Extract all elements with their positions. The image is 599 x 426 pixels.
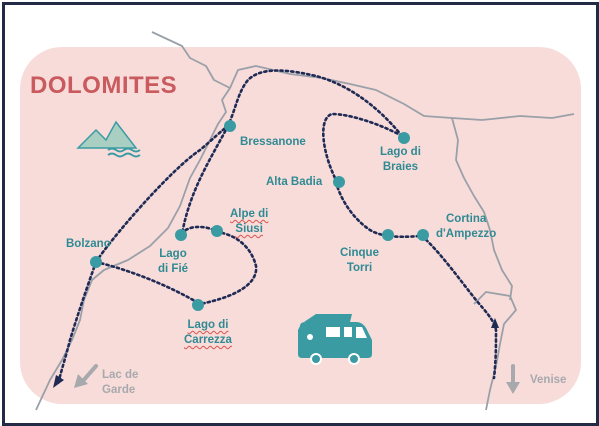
label-lac-de-garde[interactable]: Lac de Garde [102, 369, 139, 396]
border-line [35, 31, 231, 411]
map-title: DOLOMITES [30, 72, 178, 99]
label-alpe-di-siusi[interactable]: Alpe di Siusi [230, 208, 269, 235]
border-line [451, 117, 513, 301]
camper-van-icon [298, 314, 372, 365]
route-segment [94, 260, 202, 306]
label-bolzano[interactable]: Bolzano [66, 238, 111, 250]
stop-marker-lago-di-braies[interactable] [398, 132, 410, 144]
route-segment [180, 124, 230, 236]
arrow-down-left-head [74, 374, 88, 388]
border-line [229, 65, 575, 121]
stop-marker-lago-di-carrezza[interactable] [192, 299, 204, 311]
border-line [473, 291, 517, 411]
label-bressanone[interactable]: Bressanone [240, 136, 306, 148]
route-segment [56, 260, 98, 386]
dolomites-region [20, 47, 581, 404]
route-segment [420, 234, 498, 380]
stop-marker-cinque-torri[interactable] [382, 229, 394, 241]
arrow-down-head [506, 382, 520, 394]
label-venise[interactable]: Venise [530, 374, 567, 386]
route-segment [180, 225, 258, 306]
stop-marker-cortina-d-ampezzo[interactable] [417, 229, 429, 241]
label-cinque-torri[interactable]: Cinque Torri [340, 247, 379, 274]
stop-marker-alta-badia[interactable] [333, 176, 345, 188]
arrowhead-icon [53, 375, 64, 388]
stop-marker-bressanone[interactable] [224, 120, 236, 132]
route-segment [321, 112, 404, 182]
label-lago-di-fie[interactable]: Lago di Fié [158, 248, 189, 275]
label-alta-badia[interactable]: Alta Badia [266, 176, 323, 188]
arrowhead-icon [491, 318, 499, 328]
stop-marker-alpe-di-siusi[interactable] [211, 225, 223, 237]
label-cortina-d-ampezzo[interactable]: Cortina d'Ampezzo [436, 213, 497, 240]
label-lago-di-carrezza[interactable]: Lago di Carrezza [184, 319, 232, 346]
mountain-lake-icon [76, 120, 141, 158]
arrow-down-left-icon [80, 364, 98, 384]
label-lago-di-braies[interactable]: Lago di Braies [380, 146, 421, 173]
route-segment [334, 180, 422, 239]
stop-marker-lago-di-fie[interactable] [175, 229, 187, 241]
route-segment [94, 69, 404, 264]
stop-marker-bolzano[interactable] [90, 256, 102, 268]
